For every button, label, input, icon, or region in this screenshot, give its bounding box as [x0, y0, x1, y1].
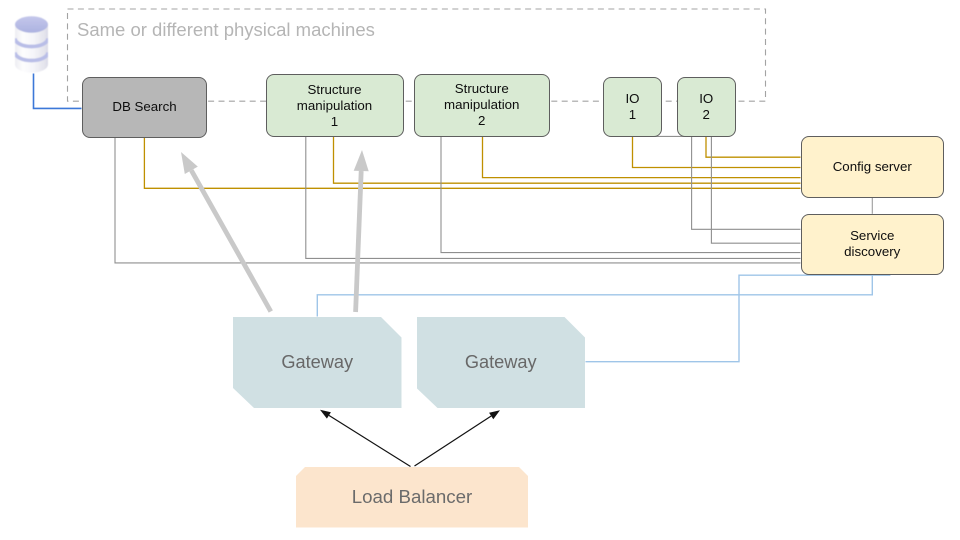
same-machines-label: Same or different physical machines — [77, 19, 375, 40]
discovery-to-sm1 — [305, 137, 801, 259]
lb-to-gateway1-line — [328, 414, 411, 468]
config-to-io1 — [631, 136, 801, 169]
lb-to-gateway1-head — [320, 409, 331, 419]
discovery-to-db-search — [114, 137, 801, 264]
node-io-1[interactable]: IO 1 — [603, 77, 662, 137]
config-to-sm2 — [481, 137, 801, 179]
discovery-to-io1 — [633, 135, 801, 230]
node-structure-manipulation-2[interactable]: Structure manipulation 2 — [413, 73, 550, 137]
discovery-to-sm2 — [440, 137, 801, 254]
gateway2-to-discovery — [585, 272, 891, 363]
database-icon — [15, 16, 48, 73]
lb-to-gateway2-line — [414, 415, 492, 467]
config-to-db-search — [143, 137, 801, 189]
database-to-db-search — [32, 73, 82, 110]
gateway1-to-sm1-head — [353, 150, 369, 172]
gateway1-to-sm1-shaft — [353, 170, 364, 313]
node-load-balancer[interactable]: Load Balancer — [296, 467, 528, 528]
node-gateway-1[interactable]: Gateway — [233, 317, 402, 409]
lb-to-gateway2-head — [489, 410, 500, 420]
node-service-discovery[interactable]: Service discovery — [801, 214, 944, 275]
gateway1-to-db-search-head — [181, 152, 198, 174]
gateway1-to-discovery — [316, 274, 873, 317]
node-gateway-2[interactable]: Gateway — [417, 317, 586, 409]
node-io-2[interactable]: IO 2 — [677, 77, 736, 137]
discovery-to-io2 — [710, 136, 801, 244]
node-config-server[interactable]: Config server — [801, 136, 944, 198]
config-to-sm1 — [332, 137, 801, 184]
config-to-io2 — [705, 136, 801, 158]
node-db-search[interactable]: DB Search — [82, 77, 207, 138]
edge-layer — [32, 73, 891, 468]
gateway1-to-db-search-shaft — [189, 169, 273, 313]
node-structure-manipulation-1[interactable]: Structure manipulation 1 — [265, 74, 404, 137]
